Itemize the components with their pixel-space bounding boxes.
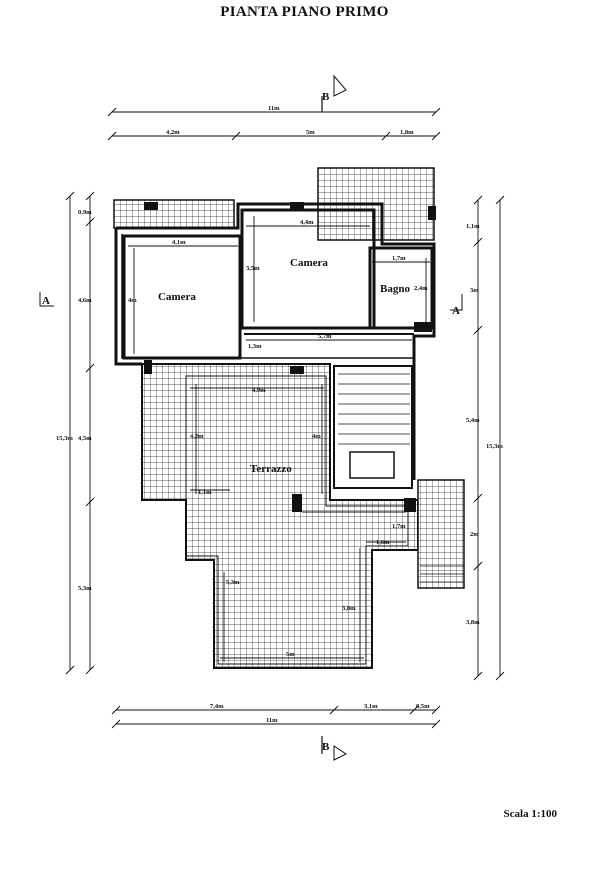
section-label-a-left: A [42,295,50,307]
dim-bottom-2: 3,1m [364,703,378,710]
dim-top-3: 1,8m [400,129,414,136]
dim-left-2: 4,6m [78,297,92,304]
dim-camera-left-height: 4m [128,297,137,304]
dim-camera-right-width: 4,4m [300,219,314,226]
dim-bagno-height: 2,4m [414,285,428,292]
dim-top-total: 11m [268,105,280,112]
dim-bottom-1: 7,4m [210,703,224,710]
dim-left-1: 0,9m [78,209,92,216]
dim-camera-right-height: 3,5m [246,265,260,272]
dim-terrazzo-lower-height: 5,3m [226,579,240,586]
balcony-right-lower [417,479,465,589]
section-label-a-right: A [452,305,460,317]
dim-terrazzo-small: 1,1m [198,489,212,496]
dim-right-3: 5,4m [466,417,480,424]
dim-top-1: 4,2m [166,129,180,136]
dim-right-1: 1,1m [466,223,480,230]
room-label-camera-right: Camera [290,257,328,269]
section-markers [39,74,463,761]
room-label-bagno: Bagno [380,283,410,295]
terrace-floor [141,363,419,669]
dimension-lines [65,96,505,754]
dim-right-2: 3m [470,287,479,294]
dim-bagno-width: 1,7m [392,255,406,262]
dim-bottom-3: 0,5m [416,703,430,710]
camera-left-wall [122,234,242,360]
inner-wall-outline [121,234,414,359]
section-label-b-bottom: B [322,741,330,753]
page-title: PIANTA PIANO PRIMO [220,4,389,20]
dim-bottom-total: 11m [266,717,278,724]
arrow-a-right [450,294,463,311]
dim-terrazzo-lower-width: 5m [286,651,295,658]
section-label-b-top: B [322,91,330,103]
balcony-top-left [113,199,235,229]
tiled-areas [113,167,465,669]
pillars [144,202,436,512]
stair-treads [338,373,464,583]
section-labels: B B A A [42,91,460,753]
dim-corridor-width: 5,7m [318,333,332,340]
stair-landing [349,451,395,479]
room-labels: Camera Camera Bagno Terrazzo [158,257,410,475]
outer-wall [114,202,436,480]
stairs [333,365,413,489]
dim-terrazzo-r1: 1,7m [392,523,406,530]
dim-terrazzo-lower-height-right: 3,8m [342,605,356,612]
dim-terrazzo-height-right: 4m [312,433,321,440]
dim-right-total: 15,3m [486,443,503,450]
dim-left-total: 15,3m [56,435,73,442]
dim-left-3: 4,5m [78,435,92,442]
dim-left-4: 5,3m [78,585,92,592]
dim-terrazzo-width: 4,9m [252,387,266,394]
arrow-b-top [333,74,347,97]
dimension-labels: 11m 4,2m 5m 1,8m 7,4m 3,1m 0,5m 11m 15,3… [56,105,503,724]
dim-camera-left-width: 4,1m [172,239,186,246]
camera-right-wall [240,208,376,330]
dim-top-2: 5m [306,129,315,136]
terrace-railing [185,375,409,665]
dim-terrazzo-height-left: 4,2m [190,433,204,440]
room-label-terrazzo: Terrazzo [250,463,292,475]
dim-corridor-height: 1,3m [248,343,262,350]
walls [114,202,436,665]
scale-label: Scala 1:100 [503,808,557,820]
arrow-a-left [39,292,54,307]
dim-terrazzo-r2: 1,6m [376,539,390,546]
bagno-wall [368,246,434,330]
arrow-b-bottom [333,745,347,761]
dim-right-4: 2m [470,531,479,538]
dim-right-5: 3,8m [466,619,480,626]
room-label-camera-left: Camera [158,291,196,303]
